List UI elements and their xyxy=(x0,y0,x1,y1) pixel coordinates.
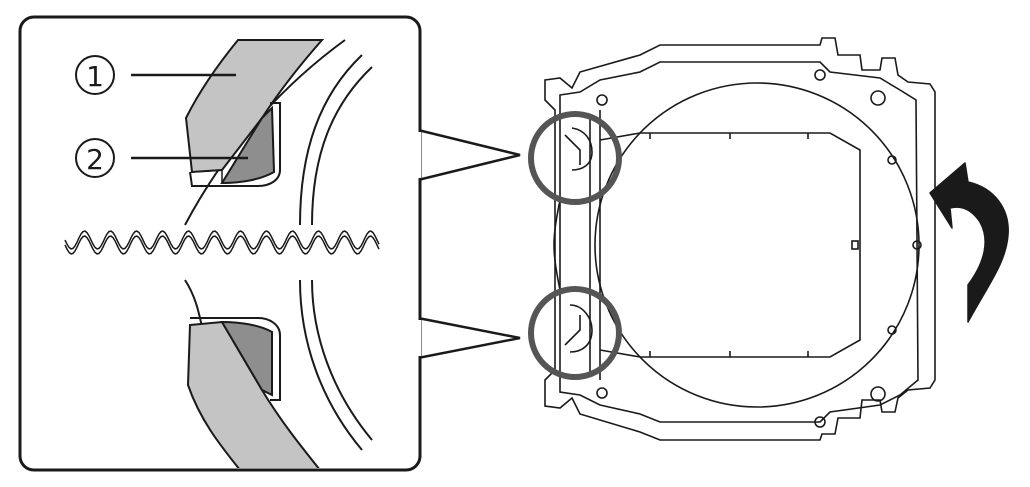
highlight-circle-bottom xyxy=(528,286,622,380)
lower-latch-detail xyxy=(184,279,373,468)
svg-text:1: 1 xyxy=(86,60,104,93)
zoom-pointer-bottom xyxy=(416,316,521,360)
holder-frame xyxy=(544,37,936,441)
svg-text:2: 2 xyxy=(86,143,104,176)
callout-one: 1 xyxy=(75,55,236,95)
part-two-tab xyxy=(220,105,276,185)
callout-two: 2 xyxy=(75,138,248,178)
part-one-strip-lower xyxy=(186,320,323,468)
zoom-inset: 1 2 xyxy=(18,15,422,472)
rotate-arrow-icon xyxy=(929,162,1009,323)
highlight-circle-top xyxy=(528,111,622,205)
part-two-tab-lower xyxy=(220,320,273,397)
zoom-pointer-top xyxy=(416,128,521,182)
break-wave xyxy=(64,230,380,255)
upper-latch-detail xyxy=(184,39,373,226)
